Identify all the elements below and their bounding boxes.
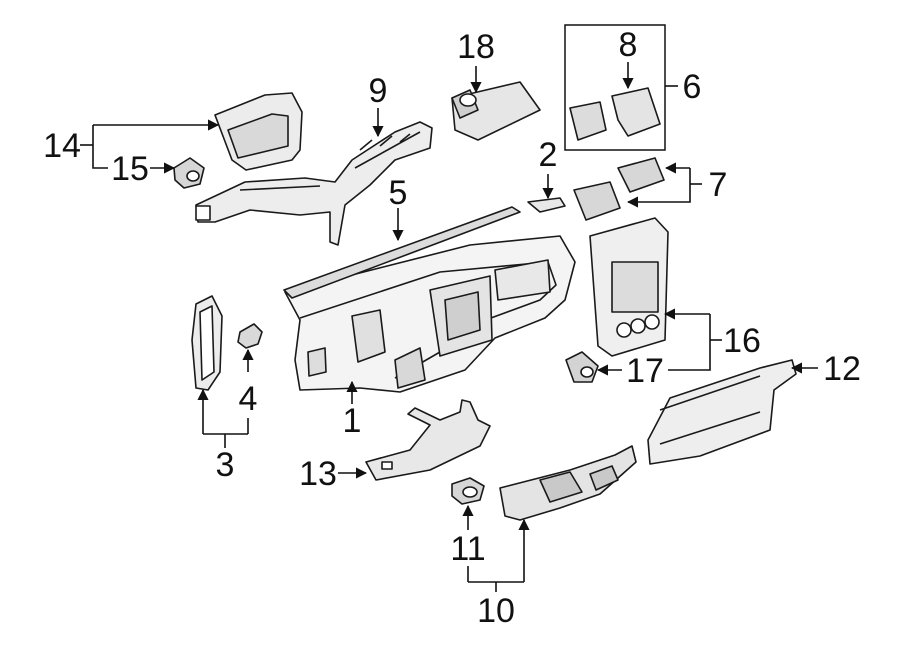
callout-13: 13 xyxy=(299,455,337,493)
column-cover-part xyxy=(365,399,491,481)
callout-3: 3 xyxy=(216,446,235,484)
callout-1: 1 xyxy=(343,402,362,440)
knee-bolster-part xyxy=(499,445,637,521)
clip-part xyxy=(527,197,566,213)
center-bezel-part xyxy=(589,217,669,357)
end-cap-part xyxy=(191,295,223,391)
callout-5: 5 xyxy=(389,174,408,212)
callout-9: 9 xyxy=(369,72,388,110)
callout-15: 15 xyxy=(111,150,149,188)
callout-6: 6 xyxy=(683,68,702,106)
center-vent-part xyxy=(569,87,661,141)
hazard-switch-part xyxy=(565,351,599,383)
callout-2: 2 xyxy=(539,136,558,174)
storage-unit-part xyxy=(451,81,541,141)
callout-11: 11 xyxy=(450,530,485,568)
cross-car-beam-part xyxy=(195,121,433,246)
retainer-part xyxy=(237,323,263,349)
callout-7: 7 xyxy=(709,166,728,204)
leader-lines xyxy=(80,24,818,592)
callout-10: 10 xyxy=(477,592,515,630)
callout-16: 16 xyxy=(723,322,761,360)
callout-18: 18 xyxy=(457,28,495,66)
side-vent-part xyxy=(573,157,665,221)
cluster-bezel-part xyxy=(214,92,303,171)
switch-knob-part xyxy=(173,157,205,189)
lower-panel-right-part xyxy=(647,359,797,465)
callout-labels: 1 2 3 4 5 6 7 8 9 10 11 12 13 14 15 16 1… xyxy=(43,26,861,630)
defroster-strip-part xyxy=(283,206,521,299)
callout-12: 12 xyxy=(823,350,861,388)
callout-4: 4 xyxy=(239,380,258,418)
instrument-panel-part xyxy=(284,235,576,393)
retainer-lower-part xyxy=(451,477,485,505)
callout-17: 17 xyxy=(626,352,664,390)
callout-8: 8 xyxy=(619,26,638,64)
callout-14: 14 xyxy=(43,127,81,165)
